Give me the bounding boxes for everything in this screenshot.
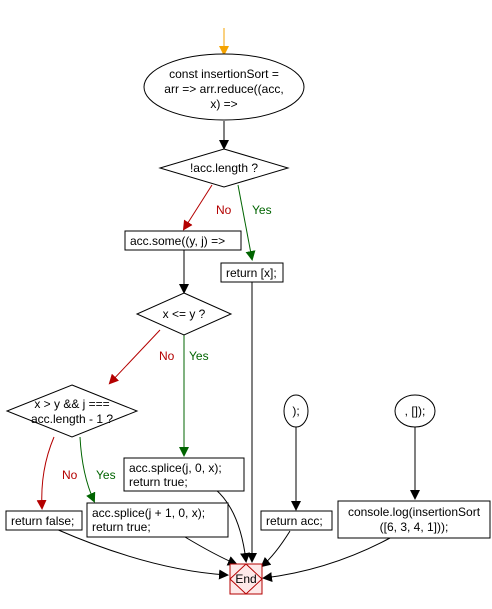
- decision-x-le-y: x <= y ?: [135, 292, 233, 336]
- arrow-splice-j-to-end: [214, 488, 251, 563]
- arrow-return-false-to-end: [55, 528, 229, 580]
- return-acc-text: return acc;: [266, 514, 323, 528]
- label-yes-empty: Yes: [252, 203, 272, 217]
- label-yes-x-le-y: Yes: [189, 349, 209, 363]
- arrow-no-to-last-check: [108, 329, 161, 385]
- decision-last-line-1: x > y && j ===: [34, 397, 109, 411]
- decision-last-line-2: acc.length - 1 ?: [31, 412, 113, 426]
- return-false-box: return false;: [5, 510, 83, 531]
- some-box-text: acc.some((y, j) =>: [130, 234, 225, 248]
- console-log-line-2: ([6, 3, 4, 1]));: [380, 520, 449, 534]
- some-box: acc.some((y, j) =>: [124, 230, 242, 251]
- start-line-3: x) =>: [210, 97, 237, 111]
- console-log-line-1: console.log(insertionSort: [348, 505, 481, 519]
- arrow-no-to-some: [182, 184, 213, 231]
- decision-empty: !acc.length ?: [158, 148, 290, 188]
- arrow-console-to-end: [262, 537, 391, 582]
- splice-j1-line-2: return true;: [92, 520, 151, 534]
- arrow-yes-to-return-x: [237, 184, 256, 261]
- splice-j-line-2: return true;: [129, 475, 188, 489]
- splice-j-box: acc.splice(j, 0, x); return true;: [123, 457, 245, 492]
- decision-last: x > y && j === acc.length - 1 ?: [5, 384, 139, 438]
- close-paren-node: );: [283, 394, 309, 428]
- label-no-last: No: [62, 468, 78, 482]
- return-x-box: return [x];: [220, 262, 284, 283]
- splice-j-line-1: acc.splice(j, 0, x);: [129, 461, 222, 475]
- start-node: const insertionSort = arr => arr.reduce(…: [143, 53, 305, 121]
- start-line-2: arr => arr.reduce((acc,: [164, 82, 283, 96]
- close-reduce-node: , []);: [394, 394, 436, 428]
- return-acc-box: return acc;: [260, 510, 333, 531]
- decision-x-le-y-text: x <= y ?: [163, 307, 206, 321]
- end-node: End: [229, 563, 263, 595]
- connectors: [36, 28, 420, 582]
- arrow-yes-to-splice-j1: [79, 436, 96, 503]
- decision-empty-text: !acc.length ?: [190, 161, 258, 175]
- arrow-return-acc-to-end: [260, 530, 291, 568]
- label-no-empty: No: [216, 203, 232, 217]
- end-text: End: [235, 572, 256, 586]
- start-line-1: const insertionSort =: [169, 67, 279, 81]
- label-no-x-le-y: No: [159, 349, 175, 363]
- label-yes-last: Yes: [96, 468, 116, 482]
- close-reduce-text: , []);: [405, 404, 426, 418]
- return-x-text: return [x];: [226, 266, 277, 280]
- close-paren-text: );: [292, 404, 299, 418]
- splice-j1-box: acc.splice(j + 1, 0, x); return true;: [86, 502, 229, 538]
- return-false-text: return false;: [11, 514, 74, 528]
- console-log-box: console.log(insertionSort ([6, 3, 4, 1])…: [337, 500, 491, 539]
- arrow-splice-j1-to-end: [184, 536, 238, 566]
- arrow-no-to-return-false: [36, 436, 55, 510]
- splice-j1-line-1: acc.splice(j + 1, 0, x);: [92, 506, 205, 520]
